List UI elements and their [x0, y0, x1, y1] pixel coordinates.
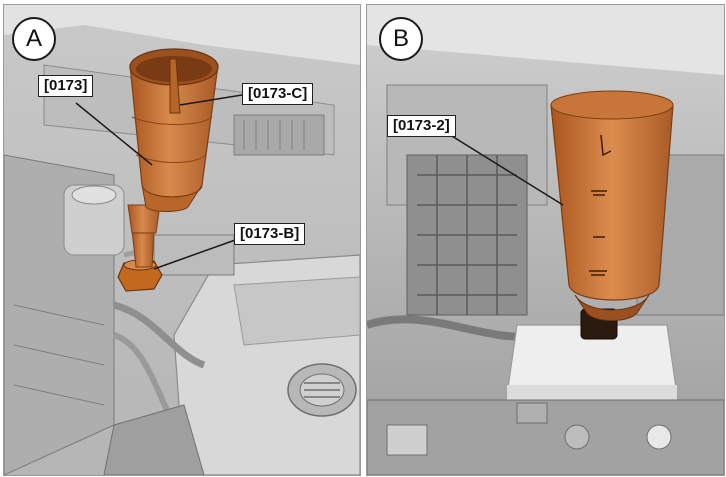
label-tool-0173: [0173] — [38, 75, 94, 97]
panel-letter-badge: B — [379, 17, 423, 61]
label-funnel-0173-2: [0173-2] — [387, 115, 456, 137]
label-adapter-0173-b: [0173-B] — [234, 223, 306, 245]
panel-letter: B — [392, 25, 409, 52]
panel-b: B [0173-2] — [366, 4, 725, 476]
leader-line-b — [446, 132, 564, 206]
panel-letter-badge: A — [12, 17, 56, 61]
funnel-tool-0173 — [117, 48, 219, 292]
engine-bay-illustration-b — [367, 5, 724, 475]
label-cap-0173-c: [0173-C] — [242, 83, 314, 105]
panel-letter: A — [25, 25, 42, 52]
panel-a: A [0173] [0173-C] [0173-B] — [3, 4, 361, 476]
funnel-0173-2 — [550, 90, 674, 340]
leader-lines-a — [75, 94, 243, 270]
